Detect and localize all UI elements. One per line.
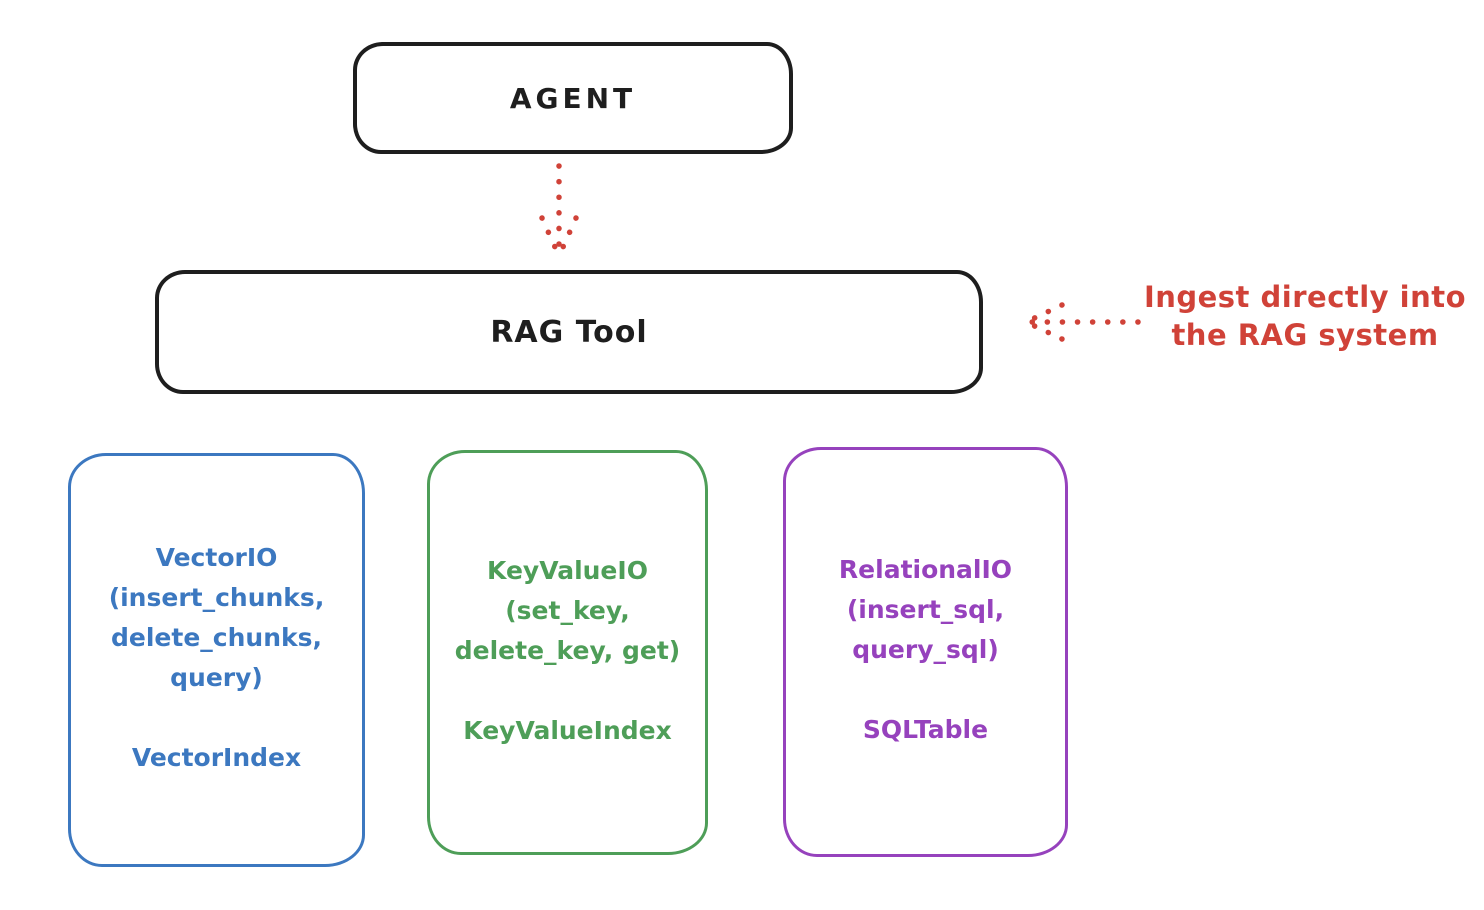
vector-io-line: VectorIO — [155, 543, 278, 572]
relational-io-line: RelationalIO — [838, 555, 1013, 584]
annotation-text: Ingest directly into the RAG system — [1135, 278, 1475, 354]
keyvalue-index-label: KeyValueIndex — [463, 716, 672, 745]
vector-io-line: (insert_chunks, — [108, 583, 325, 612]
relational-io-line: (insert_sql, — [846, 595, 1005, 624]
keyvalue-io-line: delete_key, get) — [454, 636, 681, 665]
relational-io-box: RelationalIO (insert_sql, query_sql) SQL… — [783, 447, 1068, 857]
agent-to-rag-dotted-arrow-icon — [539, 163, 579, 259]
annotation-dotted-arrow-icon — [1023, 302, 1141, 342]
vector-index-label: VectorIndex — [131, 743, 302, 772]
left-arrow-strokes — [1023, 302, 1141, 342]
agent-box: AGENT — [353, 42, 793, 154]
rag-tool-label: RAG Tool — [490, 314, 648, 350]
annotation-line-1: Ingest directly into — [1143, 280, 1467, 314]
vector-io-line: delete_chunks, — [111, 623, 322, 652]
keyvalue-io-box: KeyValueIO (set_key, delete_key, get) Ke… — [427, 450, 708, 855]
vector-io-box: VectorIO (insert_chunks, delete_chunks, … — [68, 453, 365, 867]
agent-label: AGENT — [509, 81, 637, 115]
keyvalue-io-line: (set_key, — [505, 596, 630, 625]
rag-tool-box: RAG Tool — [155, 270, 983, 394]
down-arrow-strokes — [539, 163, 579, 259]
keyvalue-io-line: KeyValueIO — [487, 556, 648, 585]
relational-io-line: query_sql) — [852, 635, 999, 664]
vector-io-line: query) — [170, 663, 263, 692]
sql-table-label: SQLTable — [862, 715, 989, 744]
annotation-line-2: the RAG system — [1171, 318, 1439, 352]
